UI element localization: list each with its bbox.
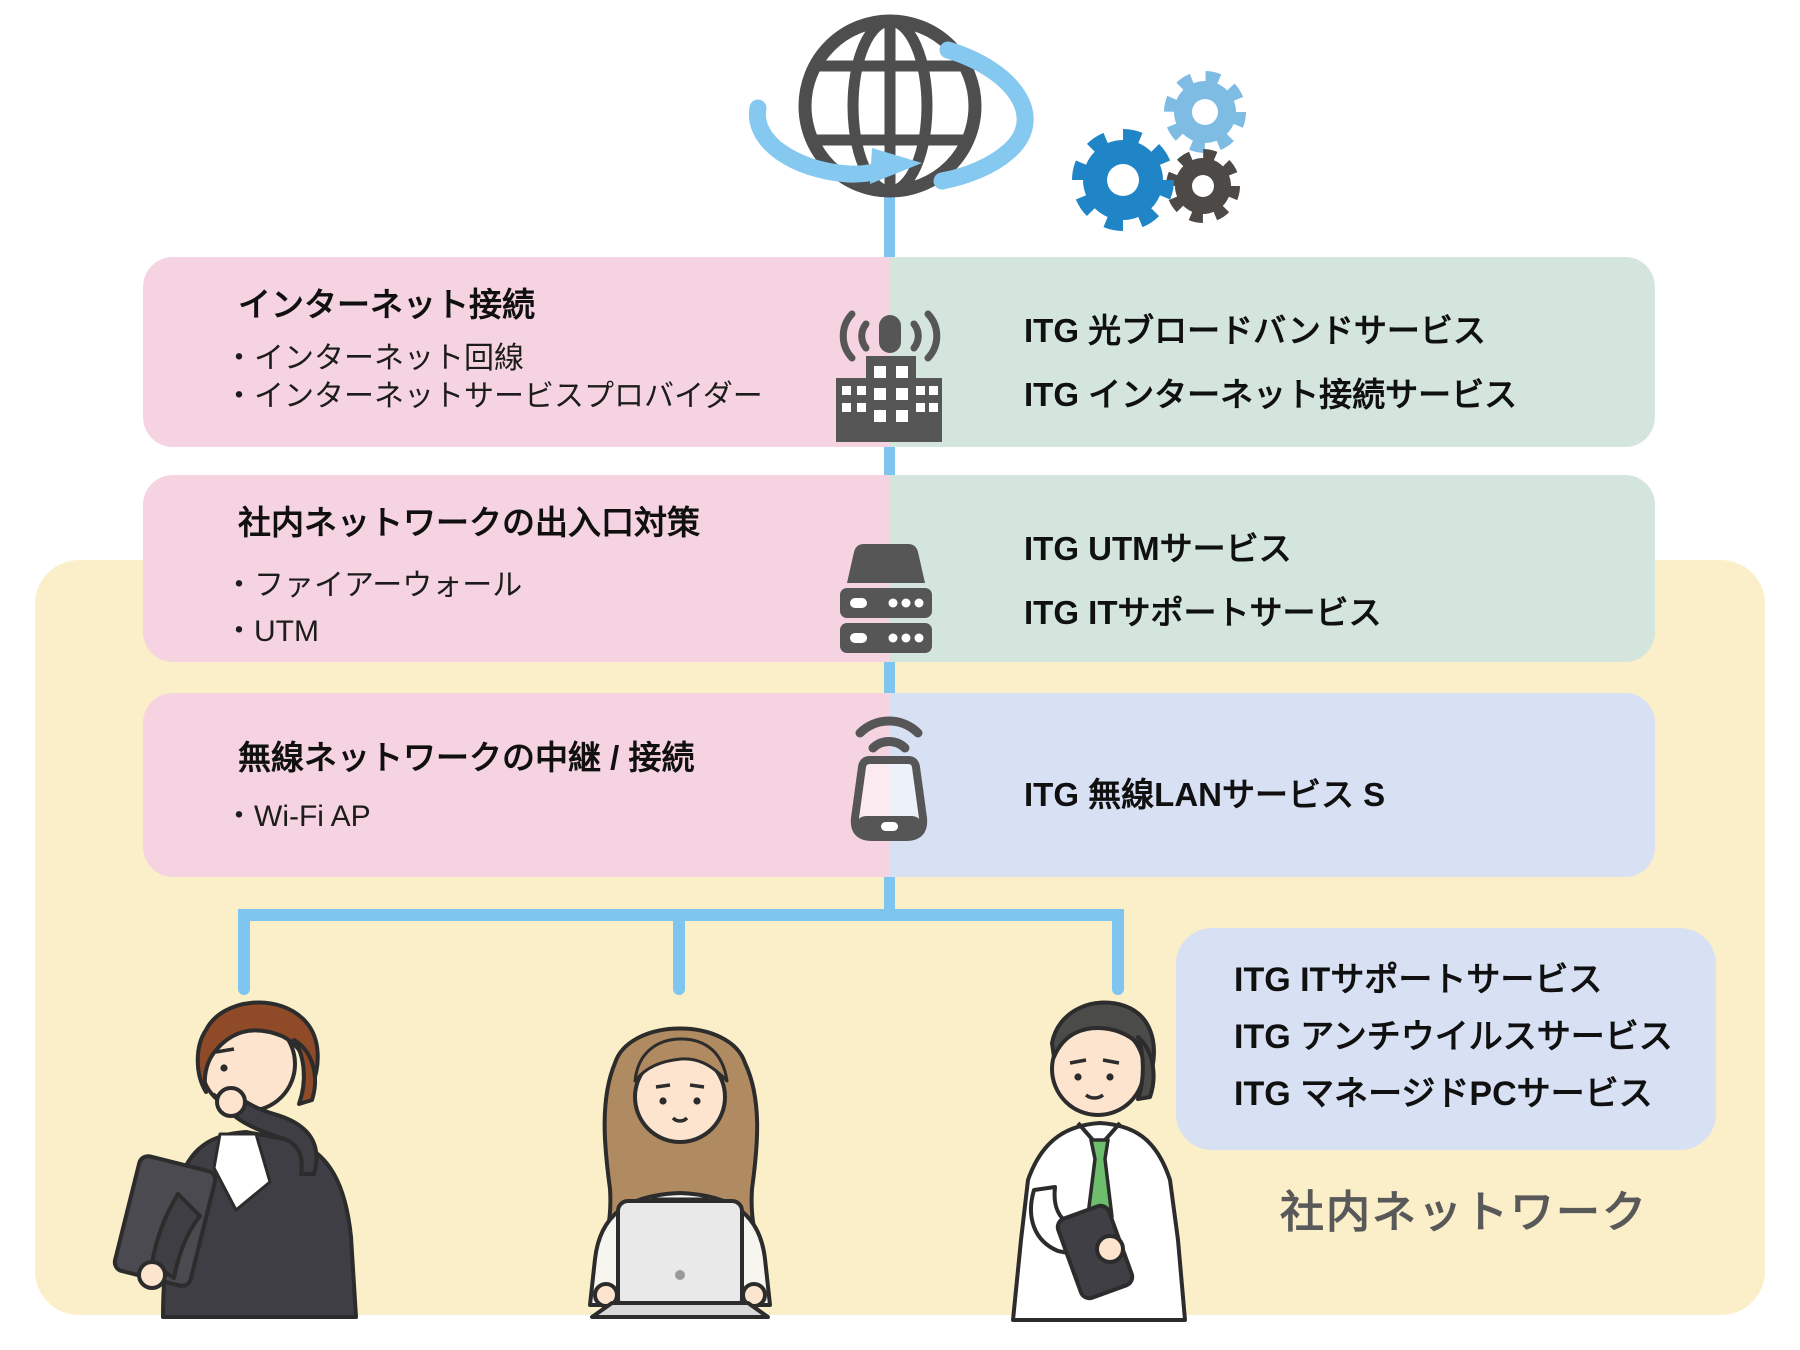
- endpoint-services-box: ITG ITサポートサービス ITG アンチウイルスサービス ITG マネージド…: [1176, 928, 1716, 1150]
- office-network-label: 社内ネットワーク: [1280, 1188, 1648, 1237]
- band1-bullet: ・インターネット回線: [224, 342, 524, 375]
- band3-left-panel: 無線ネットワークの中継 / 接続 ・Wi-Fi AP: [143, 693, 890, 877]
- band-network-gateway: 社内ネットワークの出入口対策 ・ファイアーウォール ・UTM ITG UTMサー…: [143, 475, 1655, 662]
- connector-globe-to-band1: [884, 194, 895, 258]
- band3-bullet: ・Wi-Fi AP: [224, 800, 371, 833]
- globe-internet-icon: [749, 14, 1034, 198]
- band1-left-panel: インターネット接続 ・インターネット回線 ・インターネットサービスプロバイダー: [143, 257, 890, 447]
- band3-service: ITG 無線LANサービス S: [1024, 776, 1386, 813]
- endpoint-service: ITG マネージドPCサービス: [1234, 1075, 1653, 1113]
- connector-band2-to-band3: [884, 661, 895, 694]
- connector-band1-to-band2: [884, 446, 895, 476]
- band2-bullet: ・UTM: [224, 615, 319, 648]
- band-wireless-network: 無線ネットワークの中継 / 接続 ・Wi-Fi AP ITG 無線LANサービス…: [143, 693, 1655, 877]
- band2-bullet: ・ファイアーウォール: [224, 569, 523, 602]
- band-internet-connection: インターネット接続 ・インターネット回線 ・インターネットサービスプロバイダー …: [143, 257, 1655, 447]
- band1-right-panel: ITG 光ブロードバンドサービス ITG インターネット接続サービス: [890, 257, 1655, 447]
- connector-drop-left: [238, 909, 250, 995]
- band2-right-panel: ITG UTMサービス ITG ITサポートサービス: [890, 475, 1655, 662]
- endpoint-service: ITG アンチウイルスサービス: [1234, 1018, 1673, 1056]
- connector-drop-right: [1112, 909, 1124, 995]
- band2-service: ITG UTMサービス: [1024, 530, 1292, 567]
- band2-service: ITG ITサポートサービス: [1024, 594, 1382, 631]
- settings-gears-icon: [1072, 71, 1246, 231]
- band2-left-panel: 社内ネットワークの出入口対策 ・ファイアーウォール ・UTM: [143, 475, 890, 662]
- band1-service: ITG 光ブロードバンドサービス: [1024, 312, 1486, 349]
- band3-right-panel: ITG 無線LANサービス S: [890, 693, 1655, 877]
- band3-title: 無線ネットワークの中継 / 接続: [238, 739, 695, 776]
- band2-title: 社内ネットワークの出入口対策: [238, 504, 700, 541]
- endpoint-service: ITG ITサポートサービス: [1234, 961, 1603, 999]
- band1-title: インターネット接続: [238, 286, 535, 323]
- connector-band3-to-branch: [884, 877, 895, 917]
- connector-drop-middle: [673, 909, 685, 995]
- band1-bullet: ・インターネットサービスプロバイダー: [224, 380, 763, 413]
- band1-service: ITG インターネット接続サービス: [1024, 376, 1518, 413]
